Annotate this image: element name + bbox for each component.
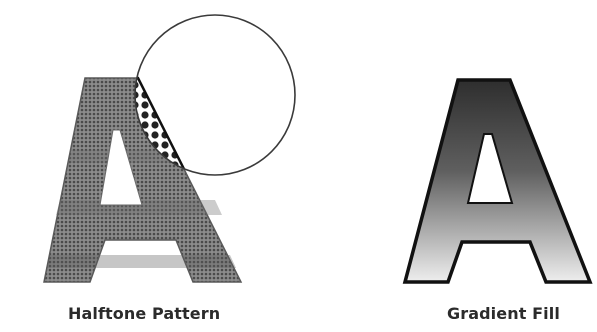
gradient-fill-caption: Gradient Fill [447,304,560,323]
gradient-letter-a [405,80,590,282]
halftone-pattern-caption: Halftone Pattern [68,304,220,323]
